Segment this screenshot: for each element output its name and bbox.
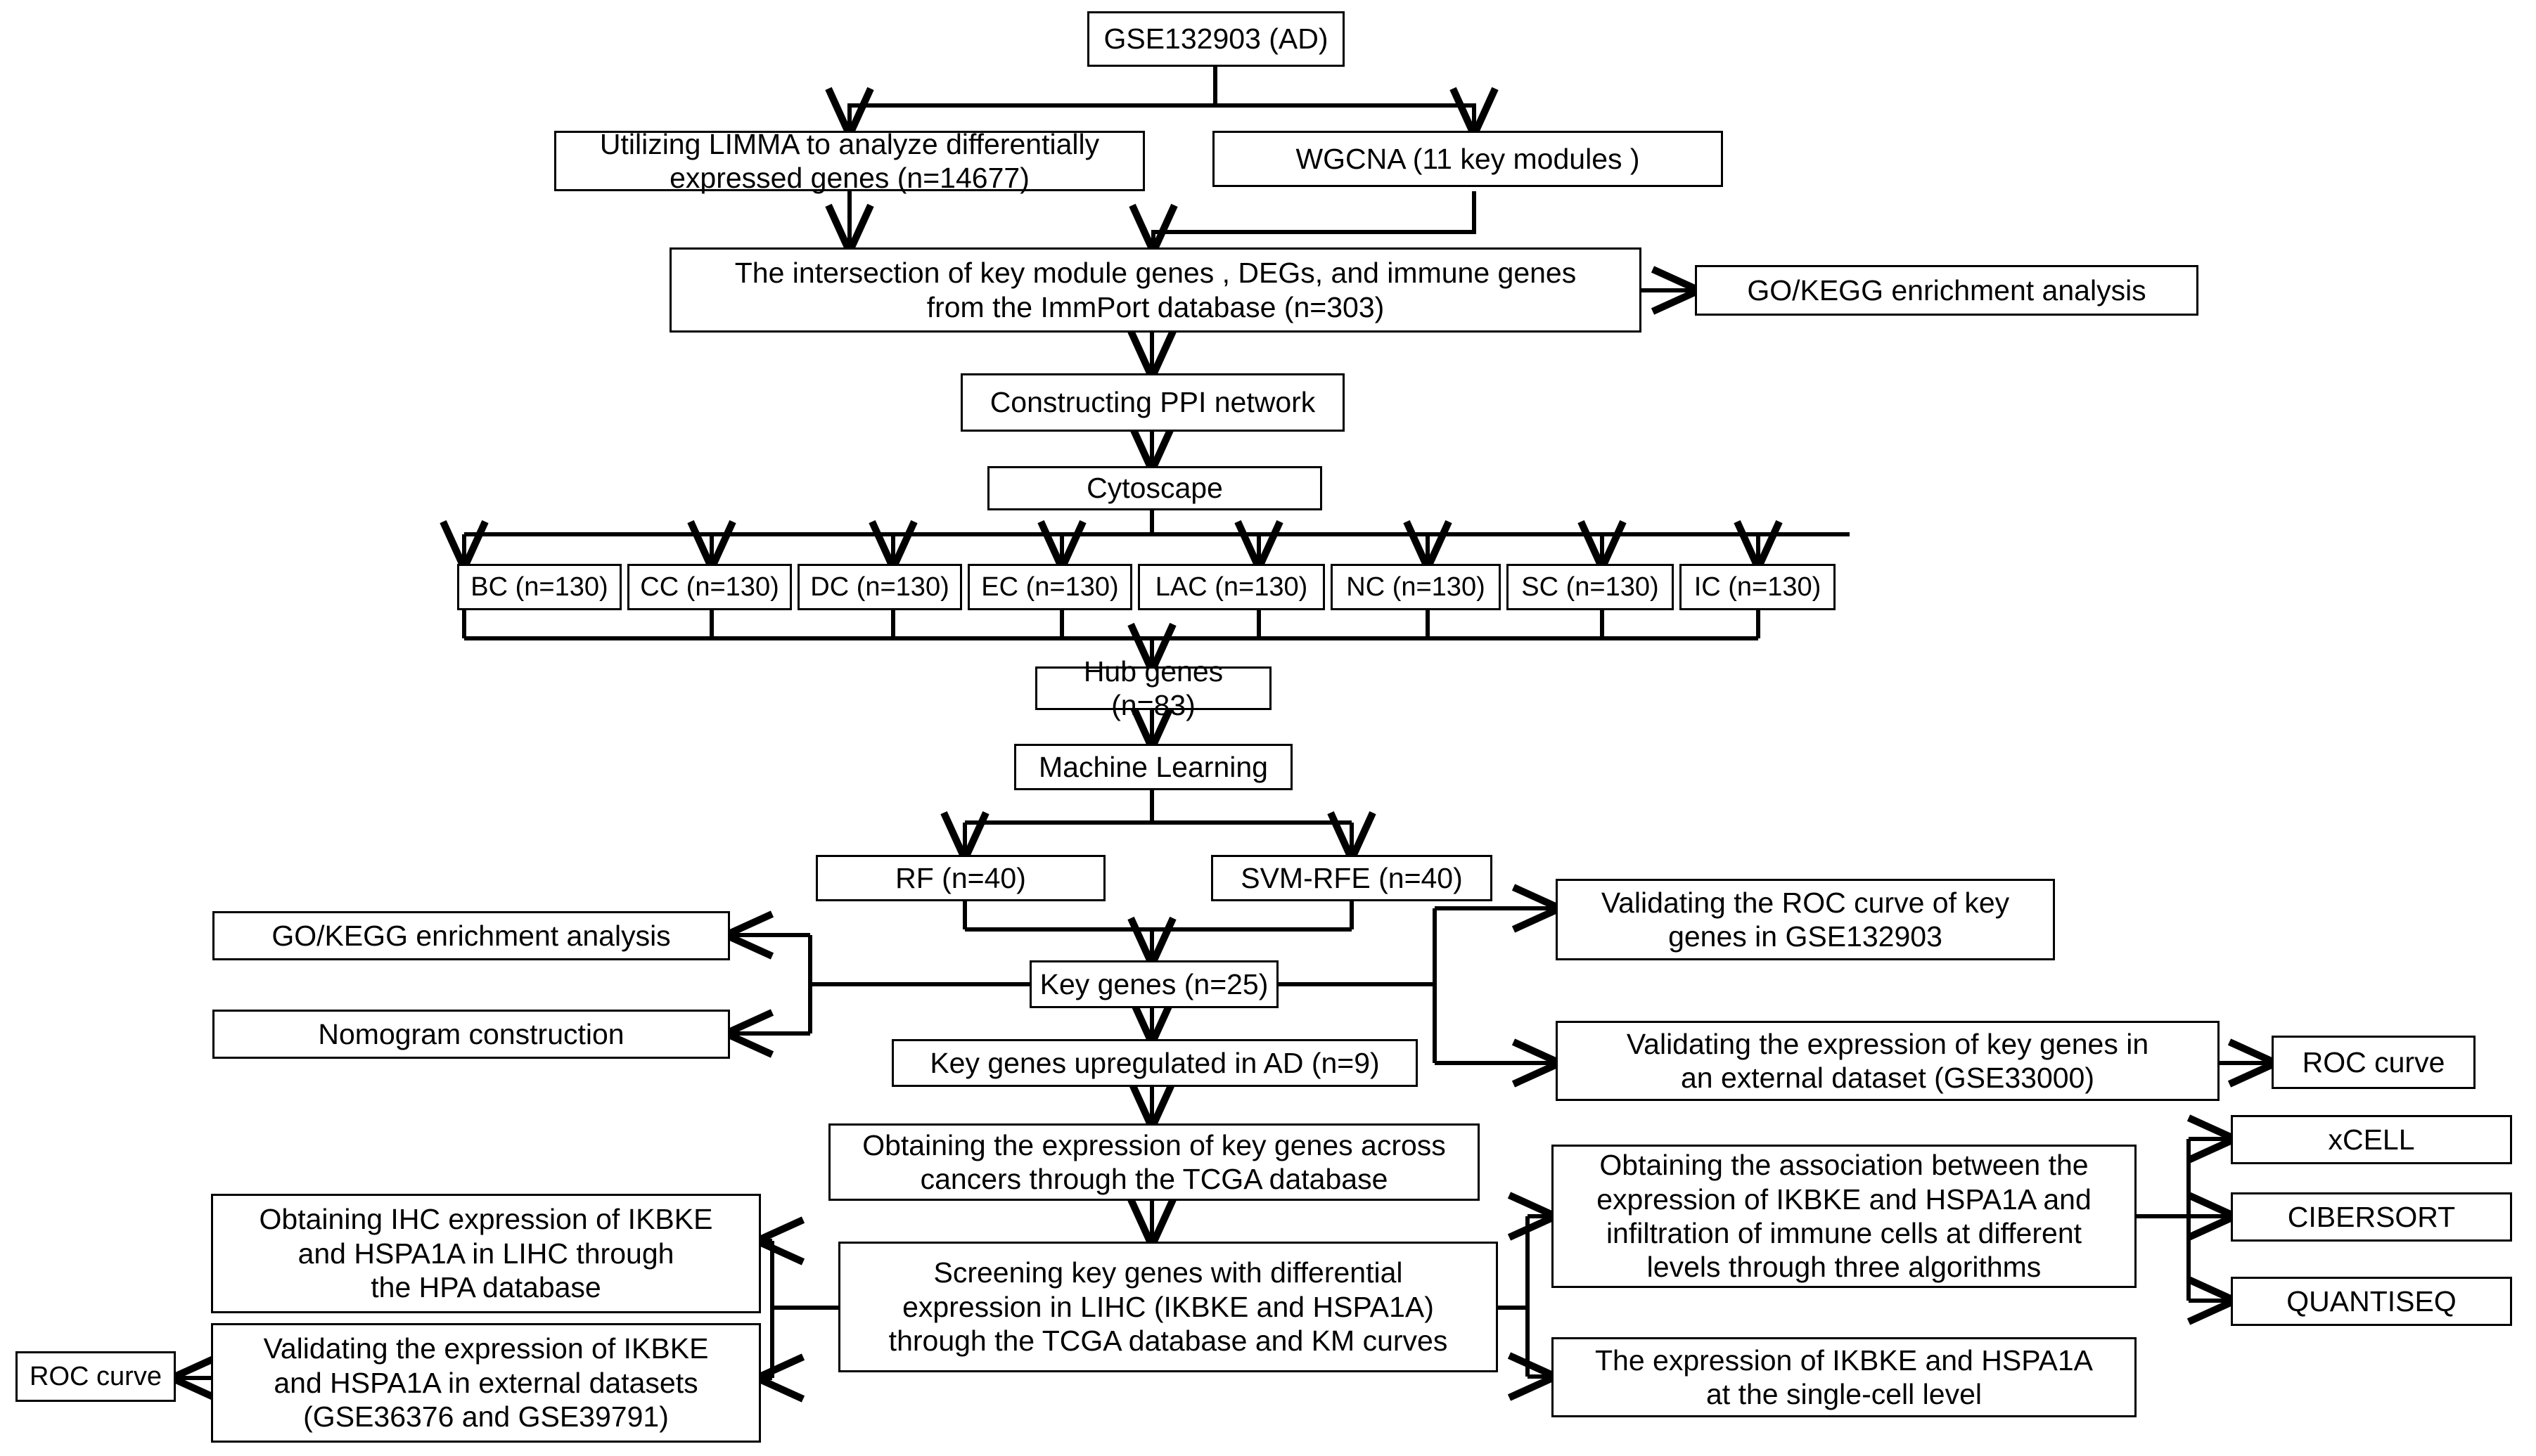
- node-label: QUANTISEQ: [2286, 1284, 2457, 1318]
- node-go-kegg-mid[interactable]: GO/KEGG enrichment analysis: [212, 911, 730, 960]
- node-roc-curve-left[interactable]: ROC curve: [15, 1351, 176, 1402]
- node-ihc-expression[interactable]: Obtaining IHC expression of IKBKE and HS…: [211, 1194, 761, 1313]
- node-rf[interactable]: RF (n=40): [816, 855, 1106, 901]
- node-label: ROC curve: [2302, 1045, 2445, 1078]
- node-screening-lihc[interactable]: Screening key genes with differential ex…: [838, 1242, 1498, 1372]
- node-ec[interactable]: EC (n=130): [968, 564, 1132, 610]
- node-label: ROC curve: [30, 1361, 162, 1391]
- node-ppi-network[interactable]: Constructing PPI network: [961, 373, 1345, 432]
- node-cibersort[interactable]: CIBERSORT: [2231, 1192, 2512, 1242]
- node-immune-association[interactable]: Obtaining the association between the ex…: [1551, 1145, 2137, 1288]
- node-label: Obtaining the association between the ex…: [1596, 1149, 2092, 1284]
- node-label: Obtaining the expression of key genes ac…: [862, 1128, 1446, 1195]
- node-validating-roc[interactable]: Validating the ROC curve of key genes in…: [1556, 879, 2055, 960]
- node-intersection[interactable]: The intersection of key module genes , D…: [670, 247, 1641, 333]
- node-svm-rfe[interactable]: SVM-RFE (n=40): [1211, 855, 1492, 901]
- node-cytoscape[interactable]: Cytoscape: [987, 466, 1322, 510]
- node-label: Validating the ROC curve of key genes in…: [1601, 886, 2010, 953]
- node-label: Screening key genes with differential ex…: [888, 1256, 1448, 1358]
- node-label: GO/KEGG enrichment analysis: [271, 919, 671, 952]
- node-label: The intersection of key module genes , D…: [734, 257, 1577, 323]
- node-label: Key genes upregulated in AD (n=9): [930, 1046, 1380, 1079]
- node-label: Validating the expression of key genes i…: [1626, 1027, 2149, 1094]
- node-go-kegg-top[interactable]: GO/KEGG enrichment analysis: [1695, 265, 2198, 316]
- node-sc[interactable]: SC (n=130): [1506, 564, 1674, 610]
- node-label: Utilizing LIMMA to analyze differentiall…: [599, 127, 1100, 194]
- node-label: Validating the expression of IKBKE and H…: [263, 1332, 709, 1434]
- node-label: SC (n=130): [1521, 572, 1659, 602]
- node-label: Key genes (n=25): [1039, 967, 1269, 1000]
- node-bc[interactable]: BC (n=130): [457, 564, 622, 610]
- node-roc-curve-right[interactable]: ROC curve: [2272, 1036, 2476, 1089]
- node-cc[interactable]: CC (n=130): [627, 564, 792, 610]
- node-lac[interactable]: LAC (n=130): [1138, 564, 1325, 610]
- node-label: EC (n=130): [981, 572, 1119, 602]
- node-key-genes-upregulated[interactable]: Key genes upregulated in AD (n=9): [892, 1039, 1418, 1087]
- node-label: LAC (n=130): [1155, 572, 1308, 602]
- node-label: WGCNA (11 key modules ): [1295, 142, 1640, 175]
- node-wgcna[interactable]: WGCNA (11 key modules ): [1212, 131, 1723, 187]
- node-label: Obtaining IHC expression of IKBKE and HS…: [259, 1203, 713, 1304]
- node-gse132903[interactable]: GSE132903 (AD): [1087, 11, 1345, 67]
- node-nomogram[interactable]: Nomogram construction: [212, 1010, 730, 1059]
- node-single-cell[interactable]: The expression of IKBKE and HSPA1A at th…: [1551, 1337, 2137, 1417]
- node-label: xCELL: [2328, 1123, 2415, 1156]
- node-tcga-expression[interactable]: Obtaining the expression of key genes ac…: [828, 1123, 1480, 1201]
- node-label: Nomogram construction: [318, 1017, 625, 1050]
- node-label: CC (n=130): [640, 572, 779, 602]
- node-limma[interactable]: Utilizing LIMMA to analyze differentiall…: [554, 128, 1145, 194]
- node-label: Constructing PPI network: [990, 386, 1316, 419]
- node-label: Hub genes (n=83): [1083, 655, 1224, 721]
- node-label: The expression of IKBKE and HSPA1A at th…: [1594, 1344, 2093, 1410]
- node-label: DC (n=130): [810, 572, 949, 602]
- node-label: CIBERSORT: [2287, 1200, 2456, 1233]
- node-validating-ikbke[interactable]: Validating the expression of IKBKE and H…: [211, 1323, 761, 1443]
- node-label: Machine Learning: [1039, 750, 1268, 783]
- node-quantiseq[interactable]: QUANTISEQ: [2231, 1277, 2512, 1326]
- node-label: GO/KEGG enrichment analysis: [1747, 273, 2146, 307]
- node-ic[interactable]: IC (n=130): [1679, 564, 1836, 610]
- node-machine-learning[interactable]: Machine Learning: [1014, 744, 1293, 790]
- node-label: SVM-RFE (n=40): [1241, 861, 1463, 894]
- node-key-genes[interactable]: Key genes (n=25): [1030, 960, 1279, 1008]
- node-label: NC (n=130): [1346, 572, 1485, 602]
- node-dc[interactable]: DC (n=130): [798, 564, 962, 610]
- node-validating-external[interactable]: Validating the expression of key genes i…: [1556, 1021, 2220, 1101]
- node-label: GSE132903 (AD): [1103, 22, 1328, 56]
- node-label: IC (n=130): [1693, 572, 1821, 602]
- node-label: BC (n=130): [470, 572, 608, 602]
- node-hub-genes[interactable]: Hub genes (n=83): [1035, 655, 1272, 721]
- node-xcell[interactable]: xCELL: [2231, 1115, 2512, 1164]
- node-label: Cytoscape: [1087, 472, 1223, 505]
- node-label: RF (n=40): [895, 861, 1026, 894]
- node-nc[interactable]: NC (n=130): [1331, 564, 1501, 610]
